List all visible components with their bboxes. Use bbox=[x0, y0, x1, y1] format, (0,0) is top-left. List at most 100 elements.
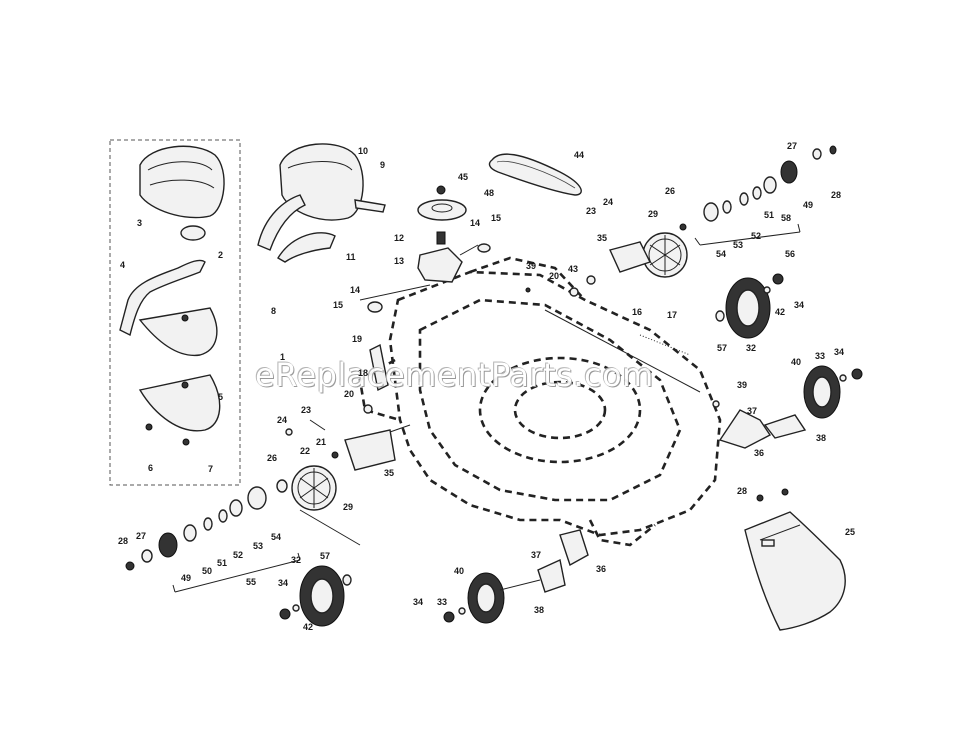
callout-c-39a: 39 bbox=[526, 261, 537, 271]
callout-c-3: 3 bbox=[137, 218, 143, 228]
callout-c-45: 45 bbox=[458, 172, 469, 182]
callout-c-26b: 26 bbox=[267, 453, 278, 463]
callout-c-32b: 32 bbox=[291, 555, 302, 565]
callout-c-57a: 57 bbox=[717, 343, 728, 353]
bag-handle-part bbox=[119, 259, 206, 337]
callout-c-28c: 28 bbox=[118, 536, 129, 546]
callout-c-37a: 37 bbox=[747, 406, 758, 416]
callout-c-51b: 51 bbox=[217, 558, 228, 568]
callout-c-14b: 14 bbox=[350, 285, 361, 295]
callout-c-24b: 24 bbox=[277, 415, 288, 425]
callout-c-12: 12 bbox=[394, 233, 405, 243]
callout-c-18: 18 bbox=[358, 368, 369, 378]
callout-c-2: 2 bbox=[218, 250, 224, 260]
callout-c-24a: 24 bbox=[603, 197, 614, 207]
rear-wheel-left bbox=[125, 343, 411, 627]
callout-c-53b: 53 bbox=[253, 541, 264, 551]
callout-c-1: 1 bbox=[280, 352, 286, 362]
drive-belt bbox=[488, 153, 582, 196]
callout-c-5: 5 bbox=[218, 392, 224, 402]
bag-top-part bbox=[139, 145, 225, 219]
callout-c-19: 19 bbox=[352, 334, 363, 344]
callout-c-34a: 34 bbox=[794, 300, 805, 310]
callout-c-39b: 39 bbox=[737, 380, 748, 390]
callout-c-10: 10 bbox=[358, 146, 369, 156]
callout-c-15a: 15 bbox=[491, 213, 502, 223]
callout-c-42a: 42 bbox=[775, 307, 786, 317]
callout-c-27b: 27 bbox=[136, 531, 147, 541]
callout-c-29a: 29 bbox=[648, 209, 659, 219]
callout-c-4: 4 bbox=[120, 260, 126, 270]
callout-c-36a: 36 bbox=[754, 448, 765, 458]
callout-c-35b: 35 bbox=[384, 468, 395, 478]
callout-c-43: 43 bbox=[568, 264, 579, 274]
callout-c-26a: 26 bbox=[665, 186, 676, 196]
callout-c-56: 56 bbox=[785, 249, 796, 259]
callout-c-13: 13 bbox=[394, 256, 405, 266]
callout-c-28a: 28 bbox=[831, 190, 842, 200]
callout-c-35a: 35 bbox=[597, 233, 608, 243]
callout-c-29b: 29 bbox=[343, 502, 354, 512]
mower-deck bbox=[358, 256, 722, 547]
grass-bag-part bbox=[257, 143, 386, 263]
callout-c-27a: 27 bbox=[787, 141, 798, 151]
callout-c-28b: 28 bbox=[737, 486, 748, 496]
callout-c-15b: 15 bbox=[333, 300, 344, 310]
callout-c-34c: 34 bbox=[278, 578, 289, 588]
callout-c-40b: 40 bbox=[454, 566, 465, 576]
callout-c-50: 50 bbox=[202, 566, 213, 576]
callout-c-17: 17 bbox=[667, 310, 678, 320]
bag-plate-lower bbox=[138, 374, 221, 432]
bag-plate-upper bbox=[138, 307, 218, 357]
watermark-text: eReplacementParts.com bbox=[255, 356, 654, 394]
callout-c-38a: 38 bbox=[816, 433, 827, 443]
callout-c-44: 44 bbox=[574, 150, 585, 160]
front-wheel-right bbox=[718, 365, 863, 449]
callout-c-33b: 33 bbox=[437, 597, 448, 607]
callout-c-49b: 49 bbox=[181, 573, 192, 583]
callout-c-42b: 42 bbox=[303, 622, 314, 632]
callout-c-36b: 36 bbox=[596, 564, 607, 574]
callout-c-34d: 34 bbox=[413, 597, 424, 607]
discharge-chute bbox=[744, 511, 846, 631]
bag-group-frame bbox=[109, 139, 241, 486]
callout-c-53a: 53 bbox=[733, 240, 744, 250]
callout-c-9: 9 bbox=[380, 160, 386, 170]
callout-c-54b: 54 bbox=[271, 532, 282, 542]
callout-c-33a: 33 bbox=[815, 351, 826, 361]
callout-c-25: 25 bbox=[845, 527, 856, 537]
drive-rod bbox=[544, 309, 701, 393]
callout-c-55: 55 bbox=[246, 577, 257, 587]
pulley-assembly bbox=[359, 185, 491, 313]
callout-c-32a: 32 bbox=[746, 343, 757, 353]
callout-c-6: 6 bbox=[148, 463, 154, 473]
callout-c-7: 7 bbox=[208, 464, 214, 474]
callout-c-23a: 23 bbox=[586, 206, 597, 216]
callout-c-57b: 57 bbox=[320, 551, 331, 561]
callout-c-58a: 58 bbox=[781, 213, 792, 223]
callout-c-52b: 52 bbox=[233, 550, 244, 560]
callout-c-14a: 14 bbox=[470, 218, 481, 228]
callout-c-22: 22 bbox=[300, 446, 311, 456]
callout-c-11: 11 bbox=[346, 252, 356, 262]
callout-c-20b: 20 bbox=[344, 389, 355, 399]
callout-c-54a: 54 bbox=[716, 249, 727, 259]
callout-c-34b: 34 bbox=[834, 347, 845, 357]
callout-c-48: 48 bbox=[484, 188, 495, 198]
front-wheel-left bbox=[443, 529, 589, 624]
callout-c-23b: 23 bbox=[301, 405, 312, 415]
callout-c-38b: 38 bbox=[534, 605, 545, 615]
rear-wheel-right bbox=[525, 145, 837, 339]
callout-c-40a: 40 bbox=[791, 357, 802, 367]
callout-c-49a: 49 bbox=[803, 200, 814, 210]
callout-c-16: 16 bbox=[632, 307, 643, 317]
callout-c-20a: 20 bbox=[549, 271, 560, 281]
spring-part bbox=[639, 334, 691, 356]
callout-c-21: 21 bbox=[316, 437, 327, 447]
callout-c-52a: 52 bbox=[751, 231, 762, 241]
callout-c-37b: 37 bbox=[531, 550, 542, 560]
callout-c-51a: 51 bbox=[764, 210, 775, 220]
bag-knob-part bbox=[180, 225, 206, 241]
